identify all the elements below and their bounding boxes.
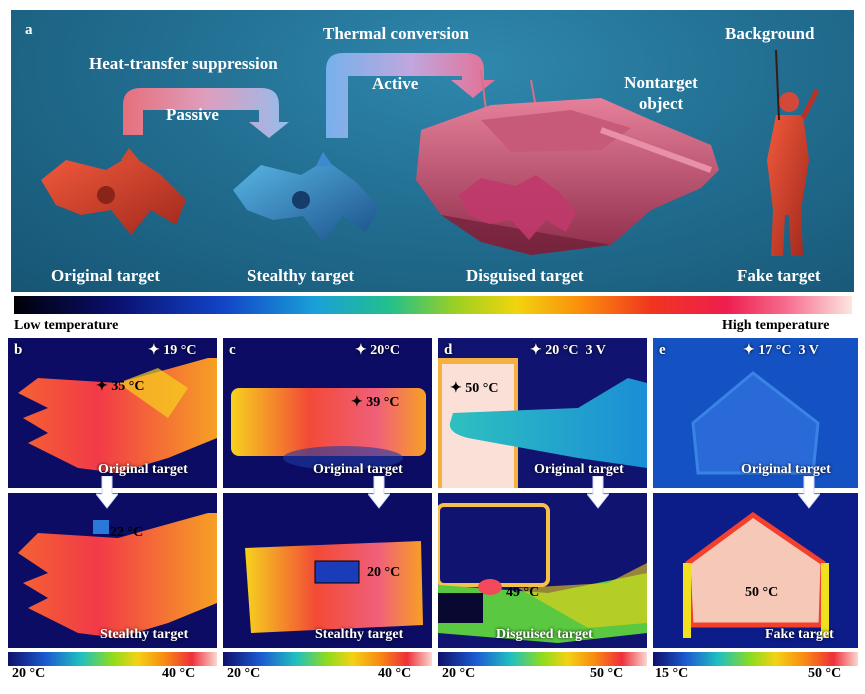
panel-d-top-thermal: d ✦ 20 °C 3 V ✦ 50 °C Original target bbox=[438, 338, 647, 488]
panel-c-ambient-value: 20°C bbox=[370, 343, 400, 358]
panel-d-ambient: ✦ 20 °C 3 V bbox=[530, 343, 606, 358]
nontarget-label: Nontarget object bbox=[624, 73, 698, 113]
background-label: Background bbox=[725, 24, 815, 43]
panel-c-scale-min: 20 °C bbox=[227, 666, 261, 681]
panel-b-colorbar bbox=[8, 652, 217, 666]
high-temperature-label: High temperature bbox=[722, 318, 830, 333]
panel-e-scale-min: 15 °C bbox=[655, 666, 689, 681]
panel-c-top-caption: Original target bbox=[313, 462, 403, 477]
phone-stealthy-image bbox=[245, 541, 423, 633]
panel-d-patch-temp: 49 °C bbox=[506, 585, 540, 600]
panel-d-bottom-caption: Disguised target bbox=[496, 627, 593, 642]
temperature-colorbar bbox=[14, 296, 852, 314]
panel-c-bottom-caption: Stealthy target bbox=[315, 627, 404, 642]
panel-c-patch-temp: 20 °C bbox=[367, 565, 401, 580]
stealthy-target-robot bbox=[233, 152, 379, 242]
panel-e-colorbar bbox=[653, 652, 858, 666]
panel-e-letter: e bbox=[659, 342, 666, 358]
panel-c-point-value: 39 °C bbox=[366, 395, 400, 410]
panel-d-voltage: 3 V bbox=[585, 343, 606, 358]
panel-b-patch-temp: 22 °C bbox=[110, 525, 144, 540]
panel-c-point: ✦ 39 °C bbox=[351, 395, 400, 410]
panel-b-scale-min: 20 °C bbox=[12, 666, 46, 681]
panel-b-bottom-caption: Stealthy target bbox=[100, 627, 189, 642]
passive-arrow-label: Heat-transfer suppression bbox=[89, 54, 278, 73]
panel-b-ambient: ✦ 19 °C bbox=[148, 343, 197, 358]
hand-original-image bbox=[18, 358, 217, 473]
panel-e-scale-max: 50 °C bbox=[808, 666, 842, 681]
original-target-robot bbox=[41, 148, 186, 235]
panel-b-top-caption: Original target bbox=[98, 462, 188, 477]
panel-b-scale-max: 40 °C bbox=[162, 666, 196, 681]
panel-e-voltage: 3 V bbox=[798, 343, 819, 358]
panel-d-scale-max: 50 °C bbox=[590, 666, 624, 681]
active-arrow-label: Thermal conversion bbox=[323, 24, 469, 43]
low-temperature-label: Low temperature bbox=[14, 318, 119, 333]
caption-fake-target: Fake target bbox=[737, 266, 821, 285]
fake-target-soldier bbox=[767, 49, 820, 256]
panel-e-top-caption: Original target bbox=[741, 462, 831, 477]
panel-b-point-value: 35 °C bbox=[111, 379, 145, 394]
house-original-image bbox=[691, 371, 820, 475]
panel-c-scale-max: 40 °C bbox=[378, 666, 412, 681]
panel-b-top-thermal: b ✦ 19 °C ✦ 35 °C Original target bbox=[8, 338, 217, 488]
finger-disguised-image bbox=[438, 503, 647, 643]
panel-b-down-arrow bbox=[94, 475, 120, 515]
panel-e-bottom-thermal: 50 °C Fake target bbox=[653, 493, 858, 648]
panel-e-ambient: ✦ 17 °C 3 V bbox=[743, 343, 819, 358]
panel-a-scene: a Heat-transfer suppression Passive Ther… bbox=[11, 10, 854, 292]
panel-d-top-caption: Original target bbox=[534, 462, 624, 477]
caption-stealthy-target: Stealthy target bbox=[247, 266, 355, 285]
panel-d-ambient-value: 20 °C bbox=[545, 343, 579, 358]
panel-d-letter: d bbox=[444, 342, 453, 358]
panel-e-bottom-caption: Fake target bbox=[765, 627, 834, 642]
panel-d-down-arrow bbox=[585, 475, 611, 515]
panel-b-point: ✦ 35 °C bbox=[96, 379, 145, 394]
panel-c-down-arrow bbox=[366, 475, 392, 515]
panel-e-down-arrow bbox=[796, 475, 822, 515]
panel-e-top-thermal: e ✦ 17 °C 3 V Original target bbox=[653, 338, 858, 488]
active-arrow bbox=[326, 53, 495, 138]
caption-original-target: Original target bbox=[51, 266, 161, 285]
panel-c-letter: c bbox=[229, 342, 236, 358]
passive-arrow bbox=[123, 88, 289, 138]
panel-c-top-thermal: c ✦ 20°C ✦ 39 °C Original target bbox=[223, 338, 432, 488]
panel-b-ambient-value: 19 °C bbox=[163, 343, 197, 358]
panel-b-bottom-thermal: 22 °C Stealthy target bbox=[8, 493, 217, 648]
panel-d-point-value: 50 °C bbox=[465, 381, 499, 396]
panel-c-bottom-thermal: 20 °C Stealthy target bbox=[223, 493, 432, 648]
active-label: Active bbox=[372, 74, 419, 93]
passive-label: Passive bbox=[166, 105, 219, 124]
phone-original-image bbox=[231, 388, 426, 470]
panel-d-point: ✦ 50 °C bbox=[450, 381, 499, 396]
panel-d-bottom-thermal: 49 °C Disguised target bbox=[438, 493, 647, 648]
caption-disguised-target: Disguised target bbox=[466, 266, 584, 285]
house-fake-image bbox=[683, 511, 829, 638]
disguised-target-robot bbox=[459, 175, 576, 240]
panel-c-colorbar bbox=[223, 652, 432, 666]
panel-e-patch-temp: 50 °C bbox=[745, 585, 779, 600]
panel-e-ambient-value: 17 °C bbox=[758, 343, 792, 358]
panel-d-scale-min: 20 °C bbox=[442, 666, 476, 681]
finger-original-image bbox=[438, 358, 647, 488]
hand-stealthy-image bbox=[18, 513, 217, 638]
panel-d-colorbar bbox=[438, 652, 647, 666]
panel-a-illustration bbox=[41, 49, 820, 256]
panel-c-ambient: ✦ 20°C bbox=[355, 343, 400, 358]
panel-a-letter: a bbox=[25, 22, 33, 38]
panel-b-letter: b bbox=[14, 342, 23, 358]
